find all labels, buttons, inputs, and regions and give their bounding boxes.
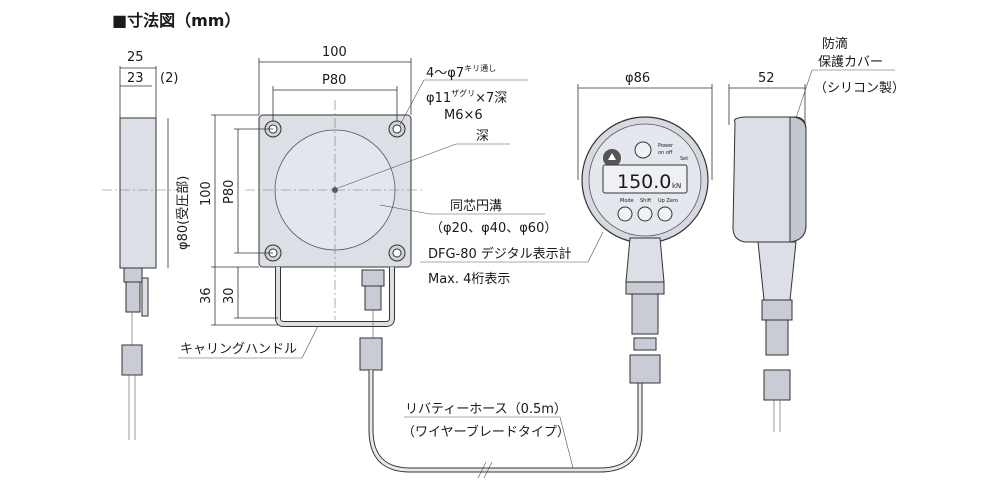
- dim-52: 52: [758, 71, 775, 86]
- carrying-handle: [276, 267, 394, 326]
- handle-label: キャリングハンドル: [180, 342, 297, 357]
- indicator-side: 52 防滴 保護カバー （シリコン製）: [728, 36, 905, 432]
- reading-unit: kN: [672, 182, 681, 190]
- indicator-neck: [625, 237, 665, 283]
- power-sub: on off: [658, 150, 673, 156]
- hose-outer: [368, 370, 643, 473]
- hole-tr-inner: [392, 124, 402, 134]
- side-view: 25 23 (2) φ80(受圧部): [102, 50, 191, 440]
- front-fitting-1: [361, 269, 385, 287]
- side-body: [119, 117, 157, 269]
- hose-inner: [369, 370, 642, 472]
- side-fitting-2: [125, 281, 141, 313]
- side-neck: [757, 241, 797, 301]
- digits-label: Max. 4桁表示: [428, 272, 510, 287]
- cover-label-1: 防滴: [822, 36, 848, 52]
- dim-phi86: φ86: [625, 71, 650, 86]
- indicator-nut: [625, 281, 665, 295]
- indicator-fitting-2: [633, 337, 657, 351]
- side-fitting: [123, 267, 143, 283]
- reading-value: 150.0: [617, 171, 671, 193]
- shift-button[interactable]: [637, 206, 653, 222]
- side-nut: [761, 299, 793, 321]
- front-hose-fitting: [359, 337, 383, 371]
- groove-note: 同芯円溝: [450, 199, 502, 214]
- power-label: Power: [658, 143, 674, 149]
- hose-label-1: リバティーホース（0.5m）: [405, 402, 567, 417]
- groove-sizes: （φ20、φ40、φ60）: [430, 221, 557, 236]
- side-fitting-b: [763, 369, 791, 401]
- drawing-title: ■寸法図（mm）: [112, 11, 240, 30]
- hose: リバティーホース（0.5m） （ワイヤーブレードタイプ）: [368, 370, 643, 479]
- mode-button[interactable]: [617, 206, 633, 222]
- power-button[interactable]: [634, 141, 652, 159]
- front-fitting-2: [364, 285, 382, 311]
- brand-logo-mark: [608, 153, 616, 160]
- shift-label: Shift: [640, 198, 651, 204]
- mode-label: Mode: [620, 198, 634, 204]
- up-zero-button[interactable]: [657, 206, 673, 222]
- leader-hole: [399, 79, 425, 126]
- screw-note: M6×6: [444, 108, 483, 123]
- hole-note-2: φ11ザグリ×7深: [426, 88, 507, 106]
- leader-groove: [379, 204, 431, 215]
- lcd-display: [602, 164, 688, 194]
- model-label: DFG-80 デジタル表示計: [428, 246, 572, 262]
- upzero-label: Up Zero: [658, 198, 678, 204]
- cover-label-3: （シリコン製）: [814, 81, 905, 96]
- hose-break-1: [477, 461, 487, 479]
- dim-100-top: 100: [322, 45, 347, 60]
- dim-100-left: 100: [199, 181, 214, 206]
- dim-23: 23: [127, 71, 144, 86]
- dim-30: 30: [222, 287, 237, 304]
- side-cover-shade: [789, 116, 807, 243]
- dim-25: 25: [127, 50, 144, 65]
- indicator-fitting-3: [629, 354, 661, 384]
- depth-note: 深: [476, 129, 489, 144]
- hose-label-2: （ワイヤーブレードタイプ）: [402, 424, 570, 440]
- side-handle: [141, 277, 149, 317]
- set-label: Set: [680, 156, 688, 162]
- hose-break-2: [483, 461, 493, 479]
- leader-hose: [559, 416, 574, 469]
- dim-p80-left: P80: [222, 180, 237, 204]
- front-view: 100 P80 100 P80 36 30 4～φ7キリ通し φ11ザグリ×7深…: [178, 45, 557, 371]
- side-fitting-a: [765, 319, 789, 356]
- leader-center: [337, 143, 457, 189]
- hole-note-1: 4～φ7キリ通し: [426, 63, 496, 81]
- dim-2: (2): [160, 71, 178, 86]
- leader-model: [587, 231, 604, 263]
- indicator-front: φ86 Power on off Set 150.0 kN Mode Shift…: [420, 71, 713, 384]
- cover-label-2: 保護カバー: [818, 54, 883, 70]
- leader-cover: [795, 69, 813, 119]
- dim-p80-top: P80: [322, 73, 346, 88]
- indicator-fitting: [631, 293, 659, 335]
- hole-br-inner: [392, 248, 402, 258]
- side-hose-fitting: [121, 344, 143, 376]
- dim-phi80: φ80(受圧部): [176, 176, 191, 250]
- leader-handle: [301, 325, 319, 359]
- dim-36: 36: [199, 287, 214, 304]
